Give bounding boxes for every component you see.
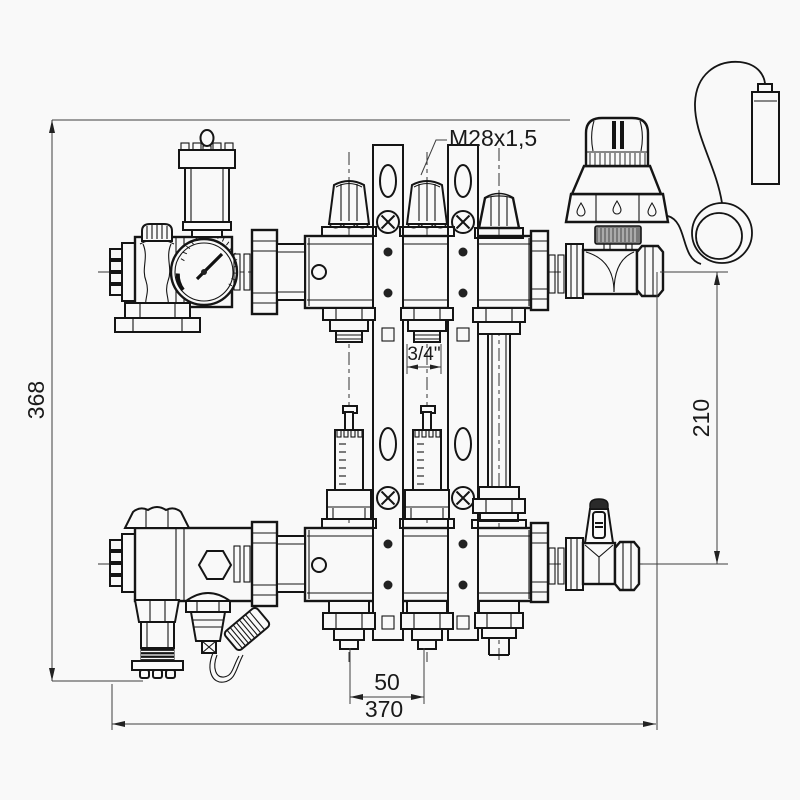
supply-end-group xyxy=(109,129,306,333)
return-valve-body xyxy=(133,526,257,603)
inlet-union-nut xyxy=(114,302,201,333)
dim-label-loop-pitch: 50 xyxy=(374,669,400,695)
dim-overall-height: 368 xyxy=(23,119,570,682)
pressure-gauge xyxy=(169,232,239,307)
return-shutoff-valve-group xyxy=(529,498,641,604)
thermostatic-valve-group xyxy=(529,61,780,312)
supply-outlets xyxy=(322,307,527,529)
flow-meters xyxy=(321,405,455,529)
dim-label-overall-height: 368 xyxy=(23,381,49,419)
shutoff-handle xyxy=(583,498,615,544)
valve-union-nut-right xyxy=(635,244,665,298)
sensor-port xyxy=(311,264,327,280)
dim-label-overall-width: 370 xyxy=(365,696,403,722)
dim-outlet-thread: 3/4" xyxy=(406,344,442,374)
frost-droplet-icon xyxy=(576,201,586,217)
bracket-rail-right xyxy=(447,144,479,641)
supply-manifold xyxy=(303,234,535,310)
capillary-tube-upper xyxy=(694,61,766,204)
return-outlet-2 xyxy=(400,600,454,650)
flow-meter-2 xyxy=(404,405,450,520)
drain-valve xyxy=(131,599,184,679)
remote-sensor xyxy=(751,91,780,185)
gauge-needle xyxy=(195,252,224,281)
return-outlets xyxy=(322,600,524,656)
capillary-tube xyxy=(667,215,702,265)
cap-strap-inner xyxy=(214,654,240,678)
air-vent xyxy=(178,129,236,238)
thermostatic-head xyxy=(564,116,670,224)
return-union xyxy=(233,520,306,608)
bracket-rail-left xyxy=(372,144,404,641)
balancing-knob xyxy=(474,192,524,239)
frost-droplet-icon xyxy=(612,199,622,215)
outlet-1 xyxy=(322,307,376,343)
dim-overall-width: 370 xyxy=(111,272,658,730)
frost-droplet-icon xyxy=(647,201,657,217)
dim-label-outlet-thread: 3/4" xyxy=(407,344,440,365)
dimensions: 368 210 370 50 xyxy=(23,119,728,730)
end-cap xyxy=(109,242,136,302)
cap-strap xyxy=(209,652,244,683)
hex-plug xyxy=(197,550,233,580)
protective-cap-1 xyxy=(327,180,371,229)
flow-meter-1 xyxy=(326,405,372,520)
dim-label-axis-distance: 210 xyxy=(688,399,714,437)
return-manifold xyxy=(303,526,535,603)
capillary-coil xyxy=(691,202,753,264)
supply-valve-inserts xyxy=(321,180,524,239)
dim-axis-distance: 210 xyxy=(643,271,728,565)
gauge-zone-arc xyxy=(175,273,185,292)
end-cap xyxy=(109,533,136,593)
capillary-and-sensor xyxy=(667,61,780,265)
sensor-port xyxy=(311,557,327,573)
valve-hex-handle xyxy=(123,506,191,529)
inlet-valve-bonnet xyxy=(139,223,175,308)
dim-loop-pitch: 50 xyxy=(349,648,425,704)
return-end-group xyxy=(109,506,306,683)
head-groove xyxy=(620,121,624,149)
valve-union-nut-right xyxy=(613,540,641,592)
head-groove xyxy=(612,121,616,149)
fill-valve xyxy=(182,592,271,683)
callout-label-valve-thread: M28x1,5 xyxy=(449,125,537,151)
return-outlet-3 xyxy=(474,600,524,656)
outlet-3-loop-pipe xyxy=(471,307,527,529)
return-outlet-1 xyxy=(322,600,376,650)
mounting-brackets xyxy=(372,144,479,641)
protective-cap-2 xyxy=(405,180,449,229)
knurled-ring xyxy=(594,225,642,245)
supply-union xyxy=(233,228,306,316)
outlet-2 xyxy=(400,307,454,343)
callout-valve-thread: M28x1,5 xyxy=(420,125,537,176)
hose-cap xyxy=(223,606,271,652)
vent-knob xyxy=(199,129,215,147)
